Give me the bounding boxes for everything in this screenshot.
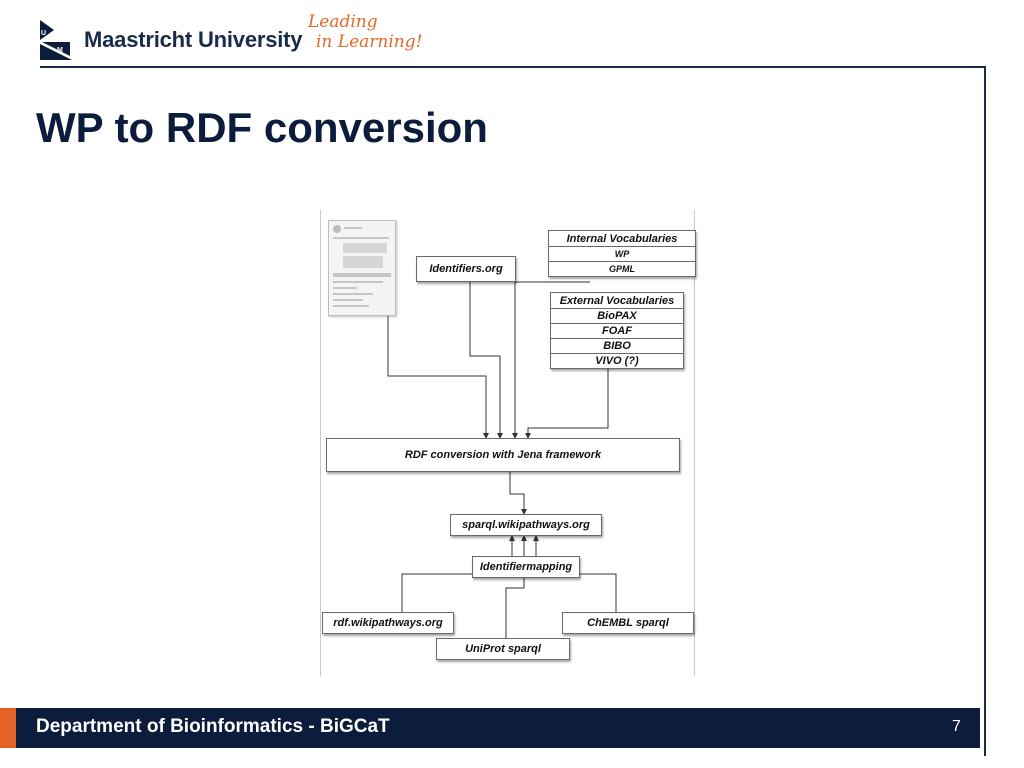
header-divider: [40, 66, 986, 68]
diagram-right-border: [694, 210, 695, 676]
chembl-sparql-box: ChEMBL sparql: [562, 612, 694, 634]
tagline-line-2: in Learning!: [316, 32, 423, 52]
uniprot-sparql-box: UniProt sparql: [436, 638, 570, 660]
external-vocabularies-box: External Vocabularies BioPAX FOAF BIBO V…: [550, 292, 684, 369]
internal-vocab-item: GPML: [549, 261, 695, 276]
diagram-left-border: [320, 210, 321, 676]
document-thumbnail-icon: [328, 220, 396, 316]
internal-vocab-item: WP: [549, 246, 695, 261]
sparql-endpoint-box: sparql.wikipathways.org: [450, 514, 602, 536]
external-vocab-item: BioPAX: [551, 308, 683, 323]
page-number: 7: [952, 718, 961, 735]
conversion-diagram: Identifiers.org Internal Vocabularies WP…: [320, 210, 696, 676]
rdf-conversion-box: RDF conversion with Jena framework: [326, 438, 680, 472]
logo-letter-u: U: [41, 30, 46, 37]
rdf-wikipathways-box: rdf.wikipathways.org: [322, 612, 454, 634]
internal-vocabularies-title: Internal Vocabularies: [566, 232, 678, 245]
university-name: Maastricht University: [84, 27, 303, 52]
tagline: Leading in Learning!: [308, 12, 422, 58]
tagline-line-1: Leading: [308, 12, 378, 32]
right-divider: [984, 66, 986, 756]
slide-title: WP to RDF conversion: [36, 104, 488, 151]
external-vocab-item: BIBO: [551, 338, 683, 353]
external-vocabularies-title: External Vocabularies: [559, 294, 675, 307]
internal-vocabularies-box: Internal Vocabularies WP GPML: [548, 230, 696, 277]
footer-bar: [16, 708, 980, 748]
external-vocab-item: VIVO (?): [551, 353, 683, 368]
external-vocab-item: FOAF: [551, 323, 683, 338]
university-logo-icon: U M: [40, 20, 72, 60]
logo-letter-m: M: [57, 47, 63, 54]
diagram-connectors: [387, 281, 617, 640]
identifiers-org-box: Identifiers.org: [416, 256, 516, 282]
footer-accent: [0, 708, 16, 748]
footer-department: Department of Bioinformatics - BiGCaT: [36, 716, 390, 737]
identifier-mapping-box: Identifiermapping: [472, 556, 580, 578]
